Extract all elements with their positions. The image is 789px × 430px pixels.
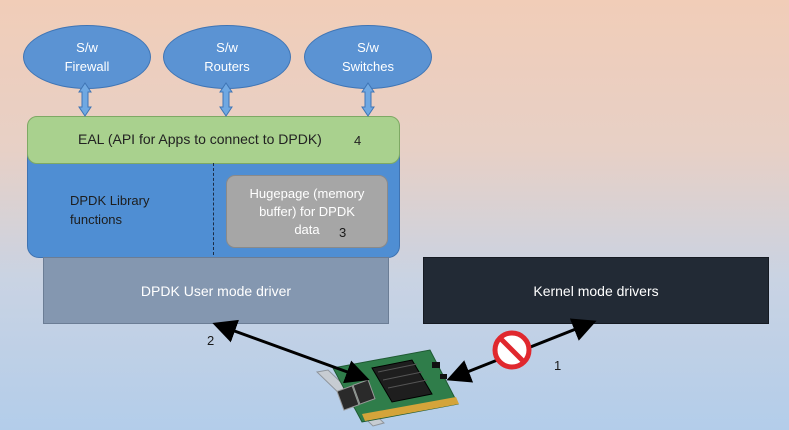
- app-firewall-line1: S/w: [76, 40, 98, 55]
- kernel-driver-label: Kernel mode drivers: [533, 282, 659, 299]
- app-routers-line2: Routers: [204, 59, 250, 74]
- hugepage-number: 3: [339, 225, 347, 240]
- app-ellipse-switches: S/w Switches: [304, 25, 432, 89]
- dpdk-library-text: DPDK Library functions: [70, 191, 149, 229]
- user-driver-label: DPDK User mode driver: [140, 282, 292, 299]
- app-eal-arrow-routers: [219, 82, 233, 117]
- network-card-image: [315, 349, 459, 427]
- user-driver-number: 2: [207, 333, 215, 348]
- app-eal-arrow-switches: [361, 82, 375, 117]
- eal-layer: EAL (API for Apps to connect to DPDK) 4: [27, 116, 400, 164]
- user-mode-driver-box: DPDK User mode driver: [43, 257, 389, 324]
- eal-label: EAL (API for Apps to connect to DPDK): [78, 131, 322, 147]
- app-firewall-line2: Firewall: [64, 59, 110, 74]
- blocked-icon: [492, 330, 532, 370]
- app-switches-line1: S/w: [357, 40, 379, 55]
- hugepage-line3: data: [294, 221, 320, 237]
- hugepage-line1: Hugepage (memory: [249, 185, 365, 201]
- hugepage-box: Hugepage (memory buffer) for DPDK data: [226, 175, 388, 248]
- kernel-mode-driver-box: Kernel mode drivers: [423, 257, 769, 324]
- dashed-divider: [213, 163, 214, 255]
- app-routers-line1: S/w: [216, 40, 238, 55]
- app-ellipse-routers: S/w Routers: [163, 25, 291, 89]
- library-line1: DPDK Library: [70, 193, 150, 208]
- app-eal-arrow-firewall: [78, 82, 92, 117]
- app-switches-line2: Switches: [341, 59, 395, 74]
- user-driver-nic-arrow: [212, 319, 370, 384]
- library-line2: functions: [70, 212, 123, 227]
- hugepage-line2: buffer) for DPDK: [259, 203, 355, 219]
- app-ellipse-firewall: S/w Firewall: [23, 25, 151, 89]
- eal-number: 4: [354, 133, 362, 148]
